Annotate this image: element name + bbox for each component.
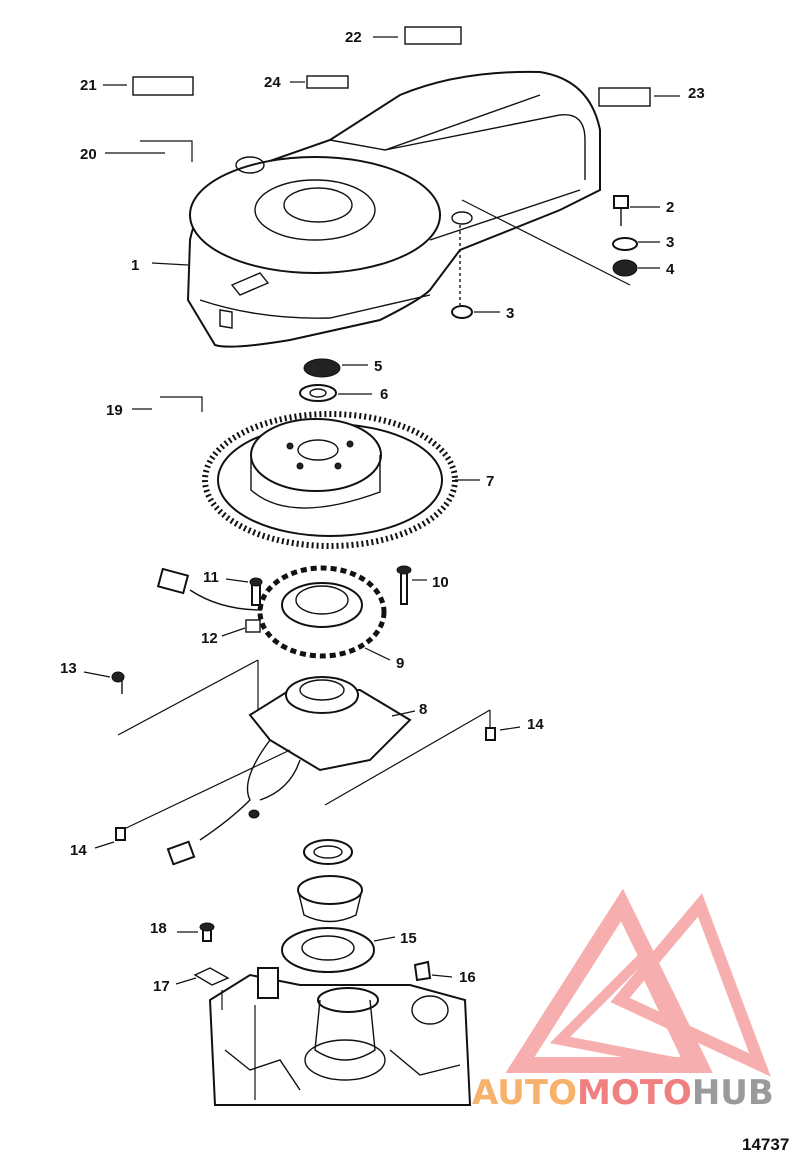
callout-23: 23 — [688, 85, 705, 102]
callout-18: 18 — [150, 920, 167, 937]
callout-24: 24 — [264, 74, 281, 91]
callout-19: 19 — [106, 402, 123, 419]
callout-7: 7 — [486, 473, 494, 490]
watermark-hub: HUB — [692, 1073, 774, 1113]
callout-17: 17 — [153, 978, 170, 995]
trigger-plate — [111, 659, 496, 866]
engine-block — [208, 967, 472, 1106]
figure-number: 14737 — [742, 1135, 789, 1154]
flywheel — [202, 411, 458, 549]
flywheel-nut-washer — [299, 358, 341, 402]
callout-3-lower: 3 — [506, 305, 514, 322]
callout-5: 5 — [374, 358, 382, 375]
svg-text:AUTOMOTOHUB: AUTOMOTOHUB — [472, 1073, 774, 1113]
callout-9: 9 — [396, 655, 404, 672]
stator — [156, 565, 412, 659]
callout-20: 20 — [80, 146, 97, 163]
callout-12: 12 — [201, 630, 218, 647]
callout-8: 8 — [419, 701, 427, 718]
callout-2: 2 — [666, 199, 674, 216]
callout-22: 22 — [345, 29, 362, 46]
flywheel-cover — [186, 70, 601, 348]
callout-15: 15 — [400, 930, 417, 947]
callout-layer: 22 21 24 23 20 1 2 3 4 3 5 — [60, 26, 705, 1100]
callout-11: 11 — [203, 569, 219, 586]
callout-13: 13 — [60, 660, 77, 677]
watermark-moto: MOTO — [577, 1073, 692, 1113]
watermark-auto: AUTO — [472, 1073, 577, 1113]
watermark-text: AUTOMOTOHUB — [472, 1073, 774, 1113]
callout-4: 4 — [666, 261, 675, 278]
callout-1: 1 — [131, 257, 139, 274]
callout-21: 21 — [80, 77, 97, 94]
watermark-logo — [505, 888, 771, 1077]
callout-10: 10 — [432, 574, 449, 591]
callout-16: 16 — [459, 969, 476, 986]
callout-14-right: 14 — [527, 716, 544, 733]
callout-6: 6 — [380, 386, 388, 403]
lower-drive-parts — [193, 839, 432, 986]
cover-hardware — [451, 195, 638, 319]
callout-3-upper: 3 — [666, 234, 674, 251]
callout-14-left: 14 — [70, 842, 87, 859]
